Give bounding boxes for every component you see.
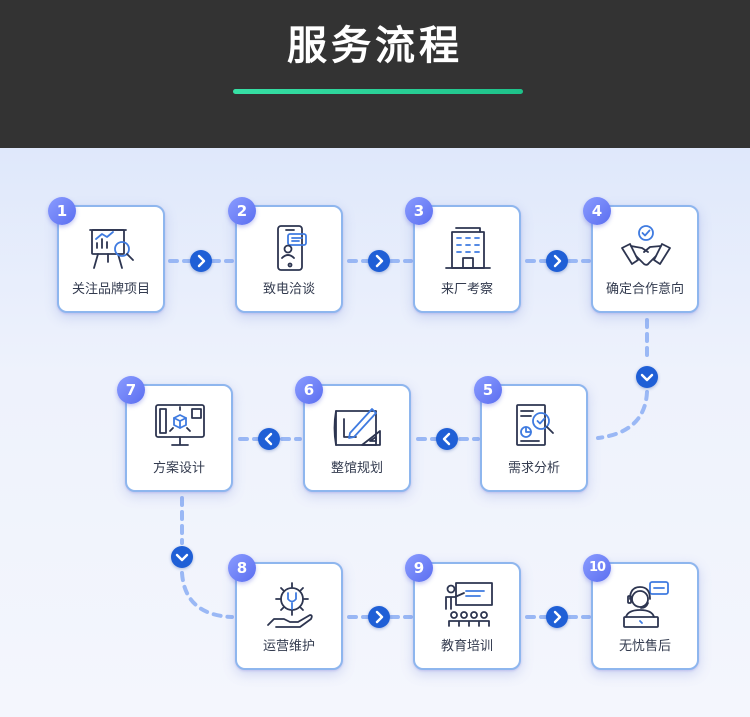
step-number-badge: 1 — [48, 197, 76, 225]
step-number-badge: 8 — [228, 554, 256, 582]
step-card-5: 需求分析 — [480, 384, 588, 492]
step-card-1: 关注品牌项目 — [57, 205, 165, 313]
step-card-9: 教育培训 — [413, 562, 521, 670]
customer-service-icon — [623, 581, 669, 628]
arrow-right-icon — [546, 606, 568, 628]
step-number-badge: 3 — [405, 197, 433, 225]
title-underline — [233, 89, 523, 94]
step-number-badge: 6 — [295, 376, 323, 404]
step-card-6: 整馆规划 — [303, 384, 411, 492]
header-band: 服务流程 — [0, 0, 750, 148]
step-card-10: 无忧售后 — [591, 562, 699, 670]
step-card-8: 运营维护 — [235, 562, 343, 670]
arrow-right-icon — [190, 250, 212, 272]
step-number-badge: 7 — [117, 376, 145, 404]
step-label: 来厂考察 — [440, 282, 493, 297]
connector-4-5 — [596, 318, 649, 440]
handshake-icon — [621, 225, 671, 266]
step-number-badge: 9 — [405, 554, 433, 582]
presentation-analytics-icon — [89, 229, 134, 269]
step-label: 教育培训 — [440, 639, 493, 654]
step-label: 致电洽谈 — [262, 282, 315, 297]
step-number-badge: 2 — [228, 197, 256, 225]
step-number-badge: 4 — [583, 197, 611, 225]
step-card-7: 方案设计 — [125, 384, 233, 492]
step-label: 无忧售后 — [618, 639, 671, 654]
arrow-down-icon — [636, 366, 658, 388]
document-search-icon — [516, 404, 554, 446]
training-class-icon — [445, 582, 493, 627]
step-card-2: 致电洽谈 — [235, 205, 343, 313]
step-number-badge: 10 — [583, 554, 611, 582]
step-card-3: 来厂考察 — [413, 205, 521, 313]
arrow-down-icon — [171, 546, 193, 568]
step-label: 需求分析 — [507, 461, 560, 476]
step-number-badge: 5 — [474, 376, 502, 404]
step-card-4: 确定合作意向 — [591, 205, 699, 313]
factory-building-icon — [445, 227, 491, 269]
arrow-left-icon — [258, 428, 280, 450]
phone-call-icon — [277, 225, 307, 271]
step-label: 整馆规划 — [330, 461, 383, 476]
page-title: 服务流程 — [287, 23, 463, 69]
step-label: 运营维护 — [262, 639, 315, 654]
step-label: 关注品牌项目 — [71, 282, 150, 297]
gear-maintenance-icon — [267, 582, 313, 628]
step-label: 方案设计 — [152, 461, 205, 476]
monitor-design-icon — [155, 404, 205, 446]
arrow-left-icon — [436, 428, 458, 450]
arrow-right-icon — [546, 250, 568, 272]
step-label: 确定合作意向 — [605, 282, 684, 297]
arrow-right-icon — [368, 606, 390, 628]
blueprint-icon — [333, 408, 381, 446]
arrow-right-icon — [368, 250, 390, 272]
connector-7-8 — [180, 496, 234, 619]
